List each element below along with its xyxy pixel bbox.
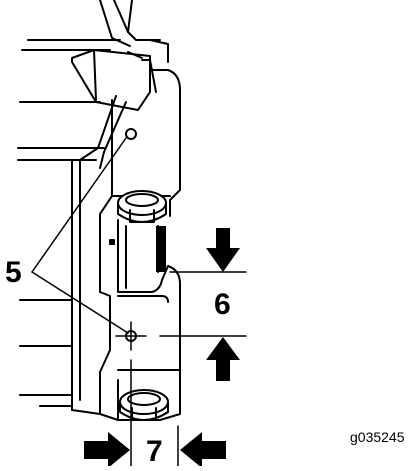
callout-5-targets <box>115 128 147 351</box>
upper-bolt <box>117 190 167 223</box>
arrow-right-icon <box>84 432 130 468</box>
top-rod <box>99 0 169 63</box>
dimension-7-label: 7 <box>146 435 163 468</box>
dimension-7-lines <box>130 359 179 467</box>
frame-rails <box>17 39 121 407</box>
dimension-6-label: 6 <box>214 288 231 321</box>
lower-bolt <box>119 389 169 421</box>
dimension-6-lines <box>159 271 247 337</box>
arrow-left-icon <box>180 432 226 468</box>
spring-strip <box>156 226 166 272</box>
diagonal-plate <box>71 95 127 415</box>
figure-id: g035245 <box>350 429 405 445</box>
callout-5-leaders <box>31 137 129 334</box>
callout-5-label: 5 <box>5 256 22 289</box>
arrow-up-icon <box>206 337 240 381</box>
dimension-arrows <box>84 228 240 468</box>
arrow-down-icon <box>206 228 240 272</box>
bracket-block <box>71 49 157 111</box>
